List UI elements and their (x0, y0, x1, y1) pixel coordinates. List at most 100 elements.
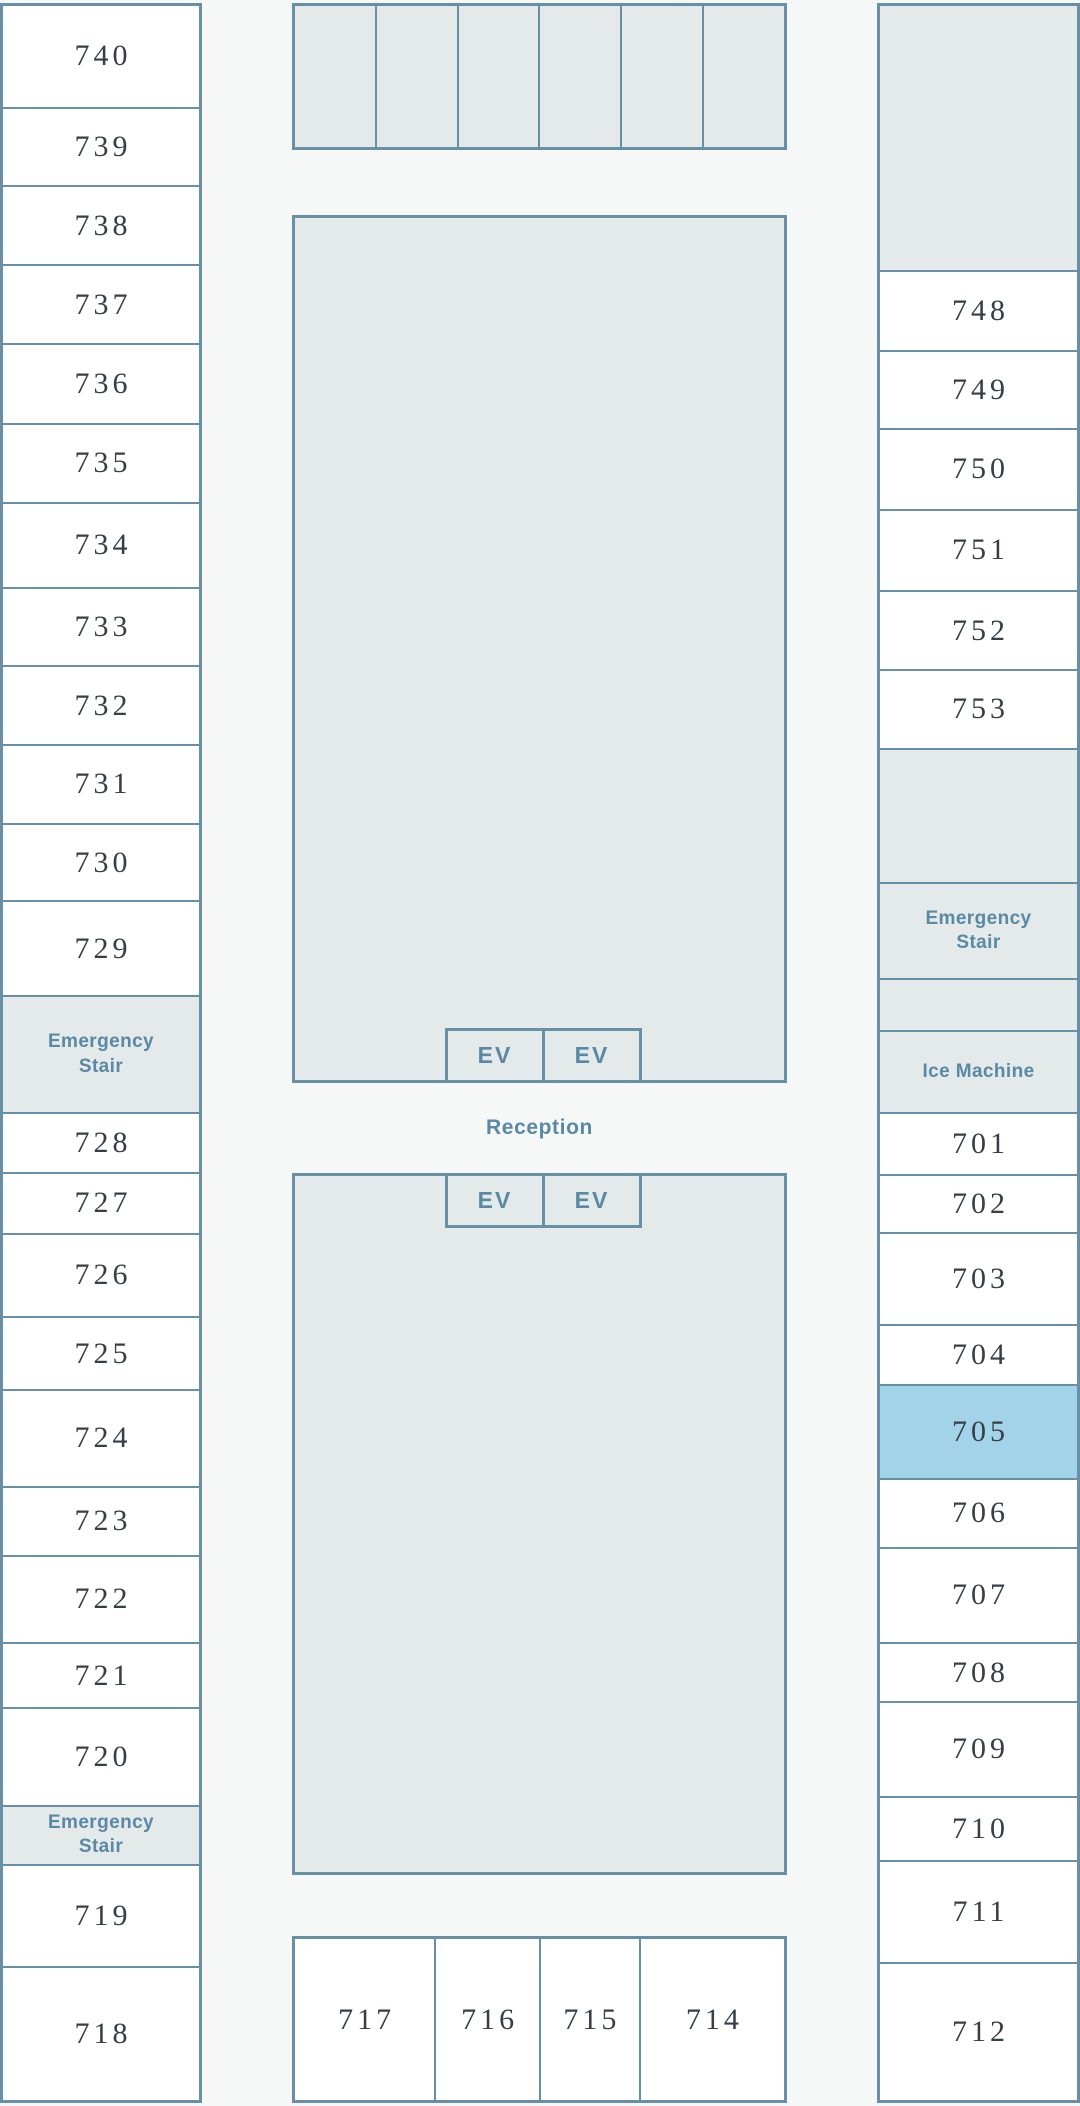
room-number: 707 (952, 1578, 1009, 1612)
room-710[interactable]: 710 (880, 1795, 1077, 1860)
room-number: 736 (74, 366, 132, 400)
utility-cell (374, 6, 457, 147)
room-723[interactable]: 723 (3, 1485, 199, 1555)
cell-label: Ice Machine (922, 1060, 1035, 1082)
room-750[interactable]: 750 (880, 427, 1077, 509)
room-749[interactable]: 749 (880, 350, 1077, 428)
room-number: 733 (74, 610, 132, 644)
room-number: 748 (952, 294, 1009, 328)
room-number: 701 (952, 1126, 1009, 1160)
room-718[interactable]: 718 (3, 1966, 199, 2101)
room-740[interactable]: 740 (3, 6, 199, 107)
lower-elevator-bank: EV EV (445, 1173, 642, 1228)
room-705[interactable]: 705 (880, 1384, 1077, 1478)
room-number: 712 (952, 2015, 1009, 2049)
room-number: 724 (74, 1421, 132, 1455)
room-704[interactable]: 704 (880, 1324, 1077, 1385)
room-737[interactable]: 737 (3, 264, 199, 344)
room-738[interactable]: 738 (3, 185, 199, 265)
room-733[interactable]: 733 (3, 587, 199, 666)
room-number: 735 (74, 446, 132, 480)
room-732[interactable]: 732 (3, 665, 199, 744)
room-708[interactable]: 708 (880, 1642, 1077, 1702)
room-725[interactable]: 725 (3, 1316, 199, 1390)
room-702[interactable]: 702 (880, 1173, 1077, 1233)
room-number: 737 (74, 287, 132, 321)
room-715[interactable]: 715 (538, 1939, 639, 2100)
room-number: 753 (952, 692, 1009, 726)
room-number: 703 (952, 1262, 1009, 1296)
bottom-room-row: 717 716 715 714 (292, 1936, 787, 2103)
room-number: 752 (952, 613, 1009, 647)
room-709[interactable]: 709 (880, 1701, 1077, 1796)
room-number: 715 (563, 2002, 621, 2036)
room-752[interactable]: 752 (880, 590, 1077, 670)
room-727[interactable]: 727 (3, 1171, 199, 1233)
room-722[interactable]: 722 (3, 1554, 199, 1643)
room-706[interactable]: 706 (880, 1477, 1077, 1547)
room-717[interactable]: 717 (295, 1939, 435, 2100)
utility-cell (702, 6, 784, 147)
room-number: 702 (952, 1187, 1009, 1221)
room-751[interactable]: 751 (880, 508, 1077, 591)
reception-label: Reception (486, 1115, 593, 1139)
room-753[interactable]: 753 (880, 669, 1077, 748)
room-number: 717 (338, 2002, 396, 2036)
room-number: 739 (74, 130, 132, 164)
room-701[interactable]: 701 (880, 1111, 1077, 1174)
room-734[interactable]: 734 (3, 501, 199, 588)
room-735[interactable]: 735 (3, 422, 199, 502)
room-number: 718 (74, 2017, 132, 2051)
utility-cell (538, 6, 621, 147)
room-707[interactable]: 707 (880, 1546, 1077, 1643)
room-716[interactable]: 716 (434, 1939, 539, 2100)
room-719[interactable]: 719 (3, 1863, 199, 1967)
room-number: 723 (74, 1504, 132, 1538)
utility-cell (456, 6, 539, 147)
elevator-cell: EV (542, 1173, 642, 1228)
room-number: 721 (74, 1658, 132, 1692)
room-number: 704 (952, 1338, 1009, 1372)
room-730[interactable]: 730 (3, 822, 199, 901)
room-number: 740 (74, 39, 132, 73)
room-721[interactable]: 721 (3, 1642, 199, 1708)
room-726[interactable]: 726 (3, 1232, 199, 1317)
reception-area: Reception (292, 1105, 787, 1151)
room-number: 751 (952, 533, 1009, 567)
room-number: 711 (952, 1895, 1009, 1929)
room-number: 705 (952, 1414, 1009, 1448)
room-731[interactable]: 731 (3, 743, 199, 823)
elevator-label: EV (574, 1041, 610, 1068)
room-number: 734 (74, 528, 132, 562)
upper-elevator-bank: EV EV (445, 1028, 642, 1083)
room-number: 725 (74, 1336, 132, 1370)
ice-machine-cell: Ice Machine (880, 1030, 1077, 1112)
utility-cell (880, 747, 1077, 883)
room-number: 722 (74, 1582, 132, 1616)
elevator-cell: EV (542, 1028, 642, 1083)
room-number: 731 (74, 767, 132, 801)
room-724[interactable]: 724 (3, 1389, 199, 1486)
room-729[interactable]: 729 (3, 900, 199, 996)
room-number: 730 (74, 845, 132, 879)
emergency-stair-cell: Emergency Stair (3, 1804, 199, 1864)
room-number: 738 (74, 208, 132, 242)
room-number: 706 (952, 1496, 1009, 1530)
room-748[interactable]: 748 (880, 270, 1077, 350)
elevator-label: EV (477, 1041, 513, 1068)
room-711[interactable]: 711 (880, 1859, 1077, 1963)
utility-cell (295, 6, 375, 147)
room-720[interactable]: 720 (3, 1707, 199, 1805)
room-712[interactable]: 712 (880, 1962, 1077, 2100)
room-number: 726 (74, 1258, 132, 1292)
room-736[interactable]: 736 (3, 343, 199, 423)
room-739[interactable]: 739 (3, 106, 199, 186)
room-number: 714 (685, 2002, 743, 2036)
room-number: 708 (952, 1655, 1009, 1689)
room-728[interactable]: 728 (3, 1111, 199, 1172)
lower-elevator-core-block: EV EV (292, 1173, 787, 1875)
utility-cell (880, 6, 1077, 271)
room-703[interactable]: 703 (880, 1232, 1077, 1325)
room-714[interactable]: 714 (638, 1939, 784, 2100)
